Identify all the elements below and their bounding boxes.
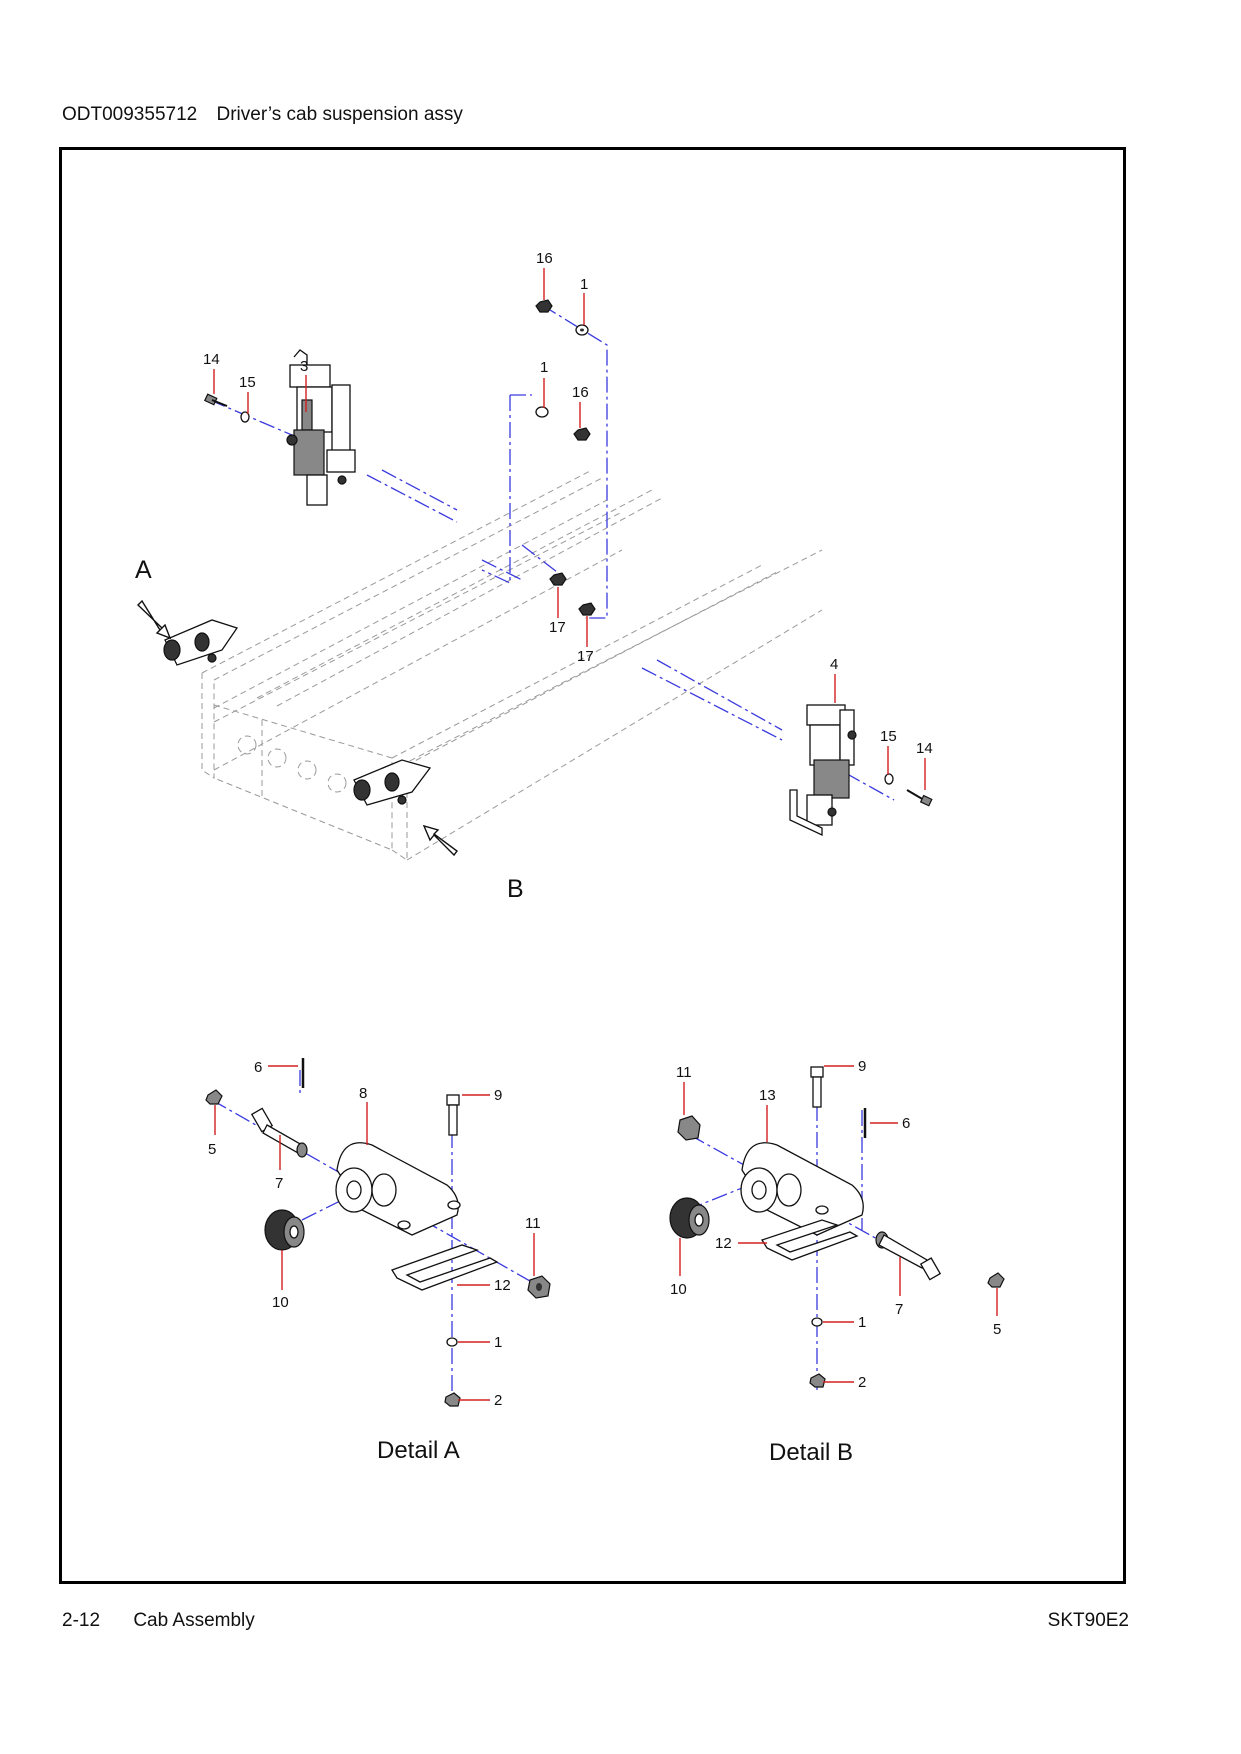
callout-6: 6 (902, 1115, 910, 1132)
nut-icon (578, 602, 596, 616)
view-arrow-icon (422, 824, 458, 857)
cab-mount-icon (789, 704, 857, 837)
washer-icon (535, 406, 549, 418)
washer-icon (240, 411, 250, 423)
callout-15: 15 (239, 374, 256, 391)
nut-icon (987, 1272, 1005, 1288)
callout-14: 14 (203, 351, 220, 368)
callout-11: 11 (525, 1215, 541, 1232)
model-name: SKT90E2 (1047, 1610, 1129, 1631)
callout-12: 12 (715, 1235, 732, 1252)
nut-icon (573, 427, 591, 441)
callout-2: 2 (858, 1374, 866, 1391)
bushing-icon (669, 1197, 710, 1239)
bracket-icon (740, 1142, 864, 1236)
callout-1: 1 (494, 1334, 502, 1351)
bracket-icon (353, 759, 432, 806)
page-title: Driver’s cab suspension assy (216, 104, 463, 125)
bracket-icon (391, 1244, 499, 1291)
detail-a-title: Detail A (377, 1437, 460, 1464)
washer-icon (811, 1317, 823, 1327)
callout-9: 9 (858, 1058, 866, 1075)
washer-icon (575, 324, 589, 336)
page-footer: 2-12 Cab Assembly (62, 1610, 255, 1632)
callout-2: 2 (494, 1392, 502, 1409)
callout-17: 17 (577, 648, 594, 665)
callout-15: 15 (880, 728, 897, 745)
detail-b-drawing: 11 9 13 6 12 10 7 5 1 2 Detail B (669, 1058, 1005, 1466)
nut-icon (677, 1115, 701, 1141)
washer-icon (884, 773, 894, 785)
cab-mount-icon (286, 349, 356, 506)
view-label-a: A (135, 556, 152, 584)
callout-16: 16 (536, 250, 553, 267)
callout-5: 5 (208, 1141, 216, 1158)
nut-icon (809, 1373, 826, 1388)
callout-8: 8 (359, 1085, 367, 1102)
nut-icon (205, 1089, 223, 1105)
callout-10: 10 (272, 1294, 289, 1311)
page-number: 2-12 (62, 1610, 101, 1631)
callout-12: 12 (494, 1277, 511, 1294)
callout-3: 3 (300, 358, 308, 375)
callout-14: 14 (916, 740, 933, 757)
callout-16: 16 (572, 384, 589, 401)
bracket-icon (761, 1219, 859, 1261)
pin-icon (875, 1231, 942, 1281)
nut-icon (535, 299, 553, 313)
top-leaders (213, 268, 926, 790)
washer-icon (446, 1337, 458, 1347)
cab-frame (201, 469, 823, 861)
callout-9: 9 (494, 1087, 502, 1104)
callout-11: 11 (676, 1064, 692, 1081)
drawing-frame: 16 1 14 15 3 1 16 17 17 4 15 14 A B (59, 147, 1126, 1584)
view-arrow-icon (136, 599, 172, 640)
page-header: ODT009355712 Driver’s cab suspension ass… (62, 104, 463, 126)
detail-b-title: Detail B (769, 1439, 853, 1466)
callout-4: 4 (830, 656, 838, 673)
detail-a-drawing: 6 8 9 5 7 11 10 12 1 2 Detail A (205, 1058, 551, 1464)
part-code: ODT009355712 (62, 104, 198, 125)
callout-17: 17 (549, 619, 566, 636)
bracket-icon (335, 1142, 461, 1236)
callout-13: 13 (759, 1087, 776, 1104)
bolt-icon (906, 789, 933, 807)
nut-icon (444, 1392, 461, 1407)
bolt-icon (810, 1066, 824, 1108)
callout-1: 1 (858, 1314, 866, 1331)
callout-7: 7 (895, 1301, 903, 1318)
section-name: Cab Assembly (133, 1610, 255, 1631)
nut-icon (527, 1275, 551, 1299)
pin-icon (250, 1107, 308, 1158)
nut-icon (549, 572, 567, 586)
callout-1: 1 (540, 359, 548, 376)
view-label-b: B (507, 875, 524, 903)
assembly-axes (209, 304, 895, 801)
bushing-icon (264, 1209, 305, 1251)
callout-6: 6 (254, 1059, 262, 1076)
callout-1: 1 (580, 276, 588, 293)
bracket-icon (163, 619, 239, 666)
bolt-icon (203, 393, 228, 407)
bolt-icon (446, 1094, 460, 1136)
exploded-view-drawing: 16 1 14 15 3 1 16 17 17 4 15 14 A B (135, 250, 1005, 1466)
callout-5: 5 (993, 1321, 1001, 1338)
callout-7: 7 (275, 1175, 283, 1192)
callout-10: 10 (670, 1281, 687, 1298)
